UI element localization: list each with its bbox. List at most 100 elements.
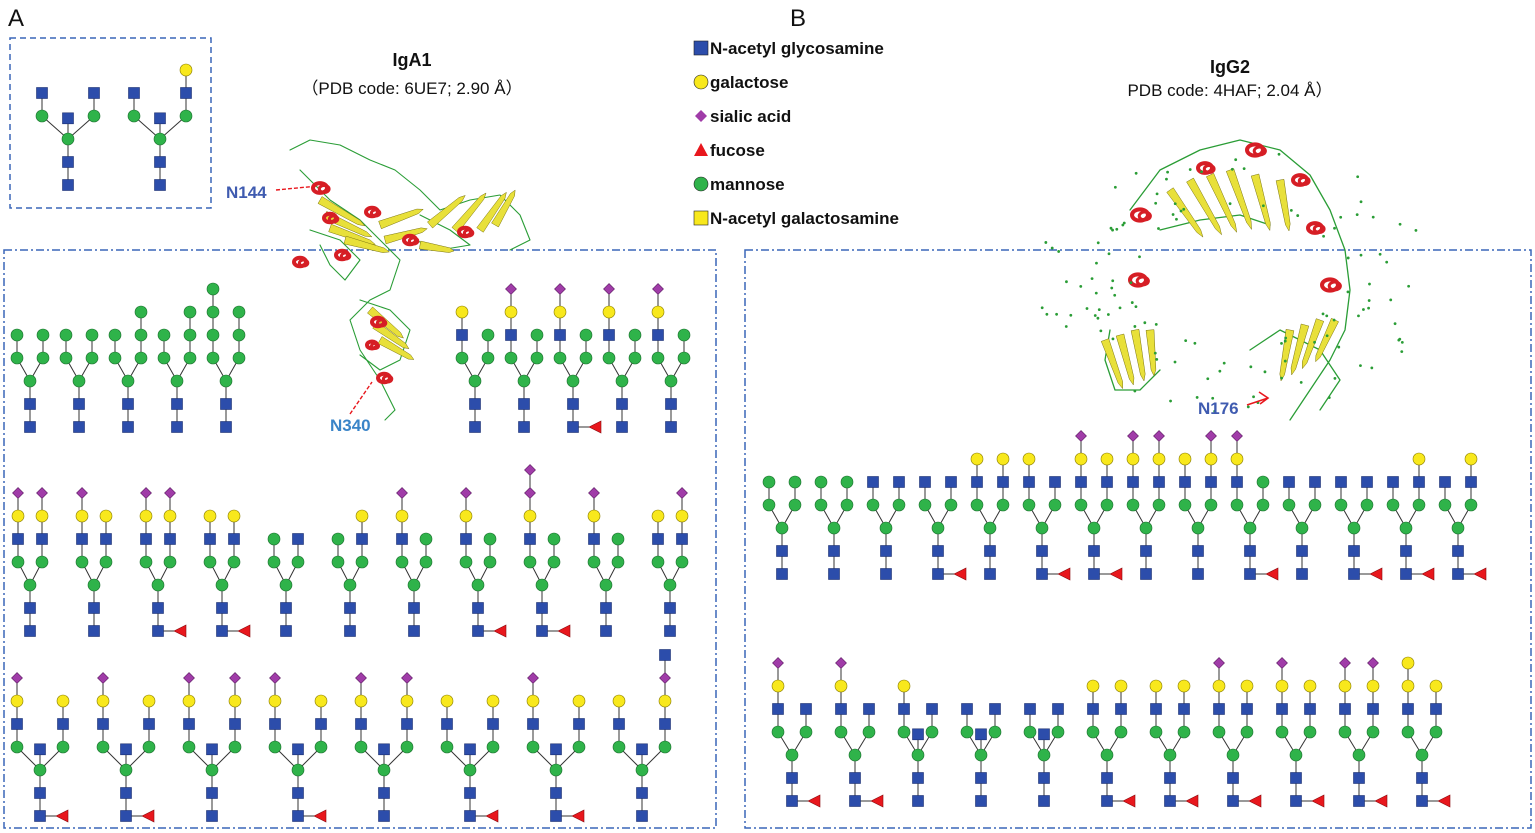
alpha-helix — [407, 236, 420, 246]
glycan-structure — [1074, 430, 1123, 581]
glcnac-square — [945, 476, 957, 488]
mannose-circle — [664, 374, 678, 388]
glcnac-square — [800, 703, 812, 715]
glcnac-square — [665, 421, 677, 433]
glcnac-square — [1140, 545, 1152, 557]
glcnac-square — [828, 545, 840, 557]
beta-sheet-arrow — [1315, 317, 1339, 363]
mannose-circle — [291, 763, 305, 777]
glcnac-square — [567, 421, 579, 433]
water-dot — [1171, 213, 1175, 216]
mannose-circle — [419, 555, 433, 569]
glycan-structure — [1334, 476, 1383, 581]
glcnac-square — [1335, 476, 1347, 488]
water-dot — [1111, 279, 1115, 283]
water-dot — [1357, 314, 1360, 318]
legend-label: N-acetyl glycosamine — [710, 39, 884, 58]
panel-a-title: IgA1 — [392, 50, 431, 70]
mannose-circle — [983, 521, 997, 535]
glcnac-square — [880, 568, 892, 580]
mannose-circle — [486, 740, 500, 754]
water-dot — [1107, 252, 1111, 256]
glcnac-square — [206, 810, 218, 822]
water-dot — [1175, 217, 1178, 221]
water-dot — [1154, 201, 1158, 205]
glcnac-square — [472, 625, 484, 637]
glcnac-square — [24, 625, 36, 637]
mannose-circle — [291, 555, 305, 569]
glcnac-square — [1052, 703, 1064, 715]
glcnac-square — [1164, 772, 1176, 784]
mannose-circle — [395, 555, 409, 569]
glcnac-square — [100, 533, 112, 545]
glycan-structure — [139, 487, 187, 638]
water-dot — [1252, 395, 1255, 399]
glcnac-square — [1465, 476, 1477, 488]
glcnac-square — [665, 398, 677, 410]
water-dot — [1222, 361, 1226, 365]
glcnac-square — [912, 772, 924, 784]
glcnac-square — [12, 533, 24, 545]
glcnac-square — [356, 533, 368, 545]
alpha-helix — [311, 181, 329, 195]
mannose-circle — [355, 555, 369, 569]
mannose-circle — [799, 725, 813, 739]
sialic-diamond — [76, 487, 88, 499]
sialic-diamond — [554, 283, 566, 295]
mannose-circle — [1139, 521, 1153, 535]
site-n144-pointer — [275, 185, 319, 191]
mannose-circle — [183, 305, 197, 319]
mannose-circle — [579, 328, 593, 342]
iga1-protein-structure — [289, 139, 531, 421]
glcnac-square — [183, 718, 195, 730]
water-dot — [1040, 306, 1044, 310]
sialic-diamond — [1231, 430, 1243, 442]
mannose-circle — [108, 351, 122, 365]
galactose-circle — [35, 509, 49, 523]
glcnac-square — [1387, 476, 1399, 488]
water-dot — [1095, 261, 1098, 265]
mannose-circle — [526, 740, 540, 754]
glcnac-square — [154, 179, 166, 191]
glcnac-square — [1101, 772, 1113, 784]
water-dot — [1277, 152, 1281, 156]
glcnac-square — [128, 87, 140, 99]
alpha-helix — [1320, 277, 1340, 293]
mannose-circle — [651, 351, 665, 365]
beta-sheet-arrow — [1115, 333, 1135, 386]
mannose-circle — [1022, 498, 1036, 512]
beta-sheet-arrow — [1275, 179, 1291, 232]
galactose-circle — [996, 452, 1010, 466]
mannose-circle — [827, 521, 841, 535]
glycan-structure — [459, 487, 507, 638]
mannose-circle — [36, 351, 50, 365]
galactose-circle — [1412, 452, 1426, 466]
glcnac-square — [344, 602, 356, 614]
water-dot — [1079, 284, 1083, 288]
glcnac-square — [140, 533, 152, 545]
sialic-diamond — [97, 672, 109, 684]
water-dot — [1193, 341, 1197, 345]
mannose-circle — [481, 351, 495, 365]
fucose-triangle — [1311, 794, 1325, 808]
glcnac-square — [378, 787, 390, 799]
glcnac-square — [1101, 795, 1113, 807]
glycan-structure — [1023, 703, 1065, 807]
glycan-structure — [331, 509, 369, 637]
water-dot — [1206, 377, 1210, 381]
site-label-n176: N176 — [1198, 399, 1239, 418]
galactose-circle — [455, 305, 469, 319]
glycan-structure — [602, 283, 642, 433]
glcnac-square — [1361, 476, 1373, 488]
mannose-circle — [227, 555, 241, 569]
water-dot — [1280, 376, 1284, 380]
glycan-structure — [1275, 657, 1325, 808]
beta-sheet-arrow — [377, 336, 415, 360]
glcnac-square — [835, 703, 847, 715]
galactose-circle — [11, 509, 25, 523]
glcnac-square — [1283, 476, 1295, 488]
water-dot — [1362, 308, 1365, 311]
glcnac-square — [464, 743, 476, 756]
water-dot — [1090, 277, 1094, 281]
mannose-circle — [628, 328, 642, 342]
